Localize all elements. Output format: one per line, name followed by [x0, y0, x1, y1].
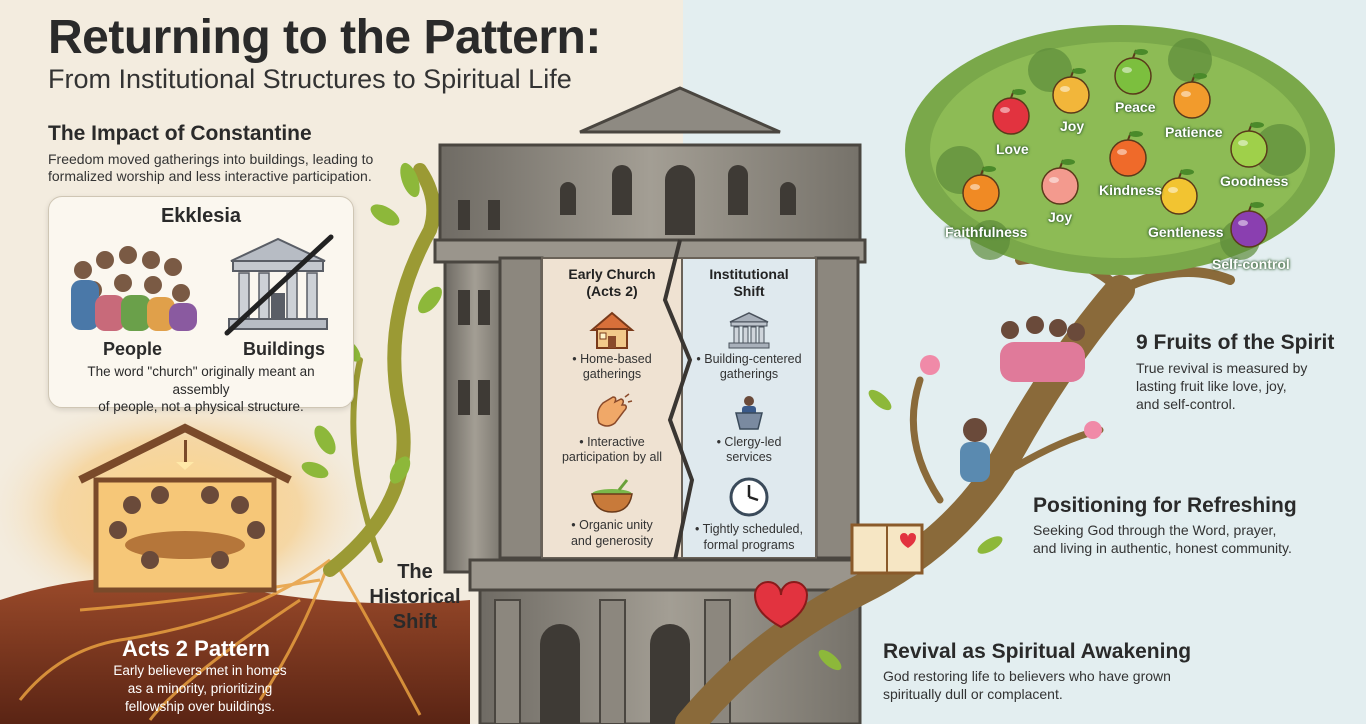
clock-icon [729, 477, 769, 517]
early-item-3-line2: and generosity [570, 533, 653, 548]
early-church-column: Early Church (Acts 2) • Home-based gathe… [544, 266, 680, 549]
fruit-label-patience: Patience [1165, 124, 1223, 140]
early-item-3-line1: • Organic unity [571, 518, 653, 533]
fruit-joy-2-icon [1041, 159, 1079, 205]
nine-fruits-line3: and self-control. [1136, 396, 1236, 413]
fruit-label-love: Love [996, 141, 1029, 157]
historical-shift-label: The Historical Shift [360, 560, 470, 635]
institutional-item-3: • Tightly scheduled, formal programs [682, 522, 816, 553]
institutional-heading-line1: Institutional [709, 266, 789, 282]
fruit-label-faithfulness: Faithfulness [945, 224, 1028, 240]
fruit-label-joy-2: Joy [1048, 209, 1073, 225]
institutional-item-2: • Clergy-led services [682, 435, 816, 466]
ekklesia-card: Ekklesia People Buildings The word "chur… [48, 196, 354, 414]
institutional-item-1: • Building-centered gatherings [682, 352, 816, 383]
fruit-gentleness-icon [1160, 169, 1198, 215]
ekklesia-desc-line2: of people, not a physical structure. [98, 399, 304, 415]
fruit-label-gentleness: Gentleness [1148, 224, 1224, 240]
people-label: People [103, 339, 163, 359]
house-illustration [78, 423, 292, 593]
heart-illustration [753, 581, 809, 629]
constantine-text-2: formalized worship and less interactive … [48, 168, 372, 184]
constantine-text-1: Freedom moved gatherings into buildings,… [48, 151, 374, 167]
institutional-heading-line2: Shift [733, 282, 765, 299]
ekklesia-title: Ekklesia [160, 205, 242, 227]
fruit-label-joy: Joy [1060, 118, 1085, 134]
early-item-1: • Home-based gatherings [544, 352, 680, 383]
house-icon [589, 311, 635, 349]
institutional-item-2-line1: • Clergy-led [716, 434, 782, 449]
fruit-peace-icon [1114, 49, 1152, 95]
ekklesia-description: The word "church" originally meant an as… [59, 363, 343, 416]
early-item-2: • Interactive participation by all [544, 435, 680, 466]
people-group-icon [71, 246, 197, 331]
revival-text: God restoring life to believers who have… [883, 667, 1171, 703]
fruit-kindness-icon [1109, 131, 1147, 177]
constantine-heading: The Impact of Constantine [48, 122, 312, 145]
revival-line1: God restoring life to believers who have… [883, 668, 1171, 684]
early-item-2-line2: participation by all [561, 450, 663, 465]
fruit-label-peace: Peace [1115, 99, 1156, 115]
fruit-label-kindness: Kindness [1099, 182, 1163, 198]
fruit-goodness-icon [1230, 122, 1268, 168]
nine-fruits-text: True revival is measured by lasting frui… [1136, 359, 1307, 414]
acts2-line1: Early believers met in homes [113, 663, 287, 678]
institutional-item-3-line2: formal programs [703, 537, 795, 552]
page-subtitle: From Institutional Structures to Spiritu… [48, 64, 572, 94]
refreshing-line1: Seeking God through the Word, prayer, [1033, 522, 1277, 538]
institutional-item-2-line2: services [726, 450, 772, 465]
nine-fruits-line2: lasting fruit like love, joy, [1136, 378, 1287, 395]
early-item-1-line1: • Home-based [572, 351, 652, 366]
early-item-2-line1: • Interactive [579, 434, 645, 449]
institutional-shift-column: Institutional Shift • Building-centered … [682, 266, 816, 553]
open-bible-illustration [850, 523, 924, 575]
buildings-label: Buildings [243, 339, 325, 359]
historical-shift-line1: The [397, 561, 433, 583]
fruit-love-icon [992, 89, 1030, 135]
fruit-joy-icon [1052, 68, 1090, 114]
institutional-item-3-line1: • Tightly scheduled, [695, 522, 803, 537]
institutional-heading: Institutional Shift [682, 266, 816, 300]
building-crossed-out-icon [224, 234, 334, 336]
stone-building [433, 86, 867, 724]
clapping-hands-icon [596, 393, 633, 427]
refreshing-line2: and living in authentic, honest communit… [1033, 540, 1292, 557]
early-item-3: • Organic unity and generosity [544, 518, 680, 549]
nine-fruits-heading: 9 Fruits of the Spirit [1136, 331, 1335, 354]
early-church-heading-line2: (Acts 2) [586, 282, 638, 299]
institutional-item-1-line1: • Building-centered [696, 351, 802, 366]
institutional-item-1-line2: gatherings [719, 367, 779, 382]
page-title: Returning to the Pattern: [48, 11, 601, 64]
early-church-heading-line1: Early Church [568, 266, 656, 282]
fruit-patience-icon [1173, 73, 1211, 119]
acts2-line3: fellowship over buildings. [124, 699, 276, 715]
acts2-line2: as a minority, prioritizing [127, 681, 273, 697]
refreshing-text: Seeking God through the Word, prayer, an… [1033, 521, 1292, 557]
building-icon [728, 311, 770, 349]
fruit-label-self-control: Self-control [1212, 256, 1290, 272]
revival-heading: Revival as Spiritual Awakening [883, 640, 1192, 663]
fruit-self-control-icon [1230, 202, 1268, 248]
ekklesia-desc-line1: The word "church" originally meant an as… [87, 364, 315, 397]
historical-shift-line2: Historical [369, 586, 461, 608]
acts2-heading: Acts 2 Pattern [122, 636, 270, 661]
acts2-text: Early believers met in homes as a minori… [100, 662, 300, 717]
fruit-label-goodness: Goodness [1220, 173, 1289, 189]
pulpit-icon [735, 395, 763, 430]
nine-fruits-line1: True revival is measured by [1136, 360, 1308, 376]
early-item-1-line2: gatherings [582, 367, 642, 382]
refreshing-heading: Positioning for Refreshing [1033, 494, 1297, 517]
bowl-icon [591, 479, 633, 513]
early-church-heading: Early Church (Acts 2) [544, 266, 680, 300]
revival-line2: spiritually dull or complacent. [883, 686, 1063, 703]
fruit-faithfulness-icon [962, 166, 1000, 212]
historical-shift-line3: Shift [392, 611, 438, 633]
